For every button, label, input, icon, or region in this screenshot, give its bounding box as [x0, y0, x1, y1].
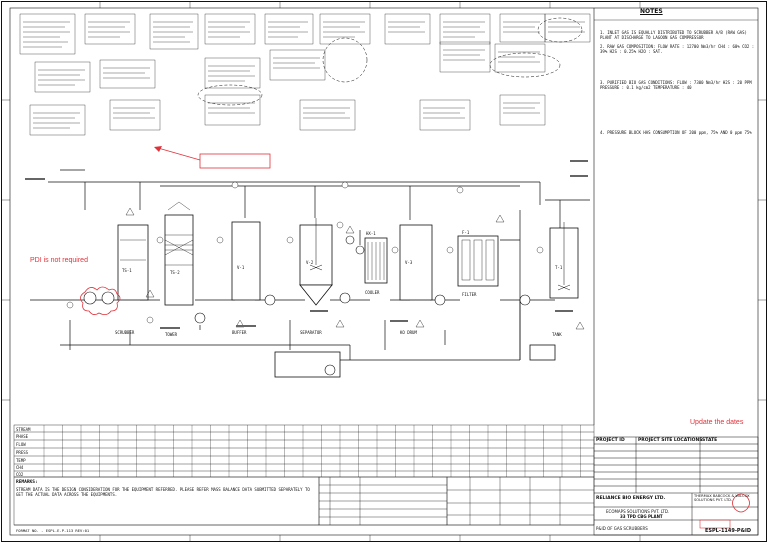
equipment-tag: F-1 — [462, 230, 470, 235]
equipment-label: SCRUBBER — [115, 330, 135, 335]
stream-header: PRESS — [16, 450, 29, 455]
contractor-2: ECOMAPS SOLUTIONS PVT. LTD. — [606, 509, 670, 514]
filter-vessel — [457, 235, 499, 287]
scrubber-vessel — [117, 224, 149, 301]
equipment-label: TOWER — [165, 332, 178, 337]
state-header: STATE — [702, 438, 718, 443]
equipment-tag: T-1 — [555, 265, 563, 270]
storage-box — [529, 344, 556, 361]
location-header: PROJECT SITE LOCATIONS — [638, 438, 703, 443]
project-id-header: PROJECT ID — [596, 438, 625, 443]
equipment-tag: V-3 — [405, 260, 413, 265]
equipment-tag: HX-1 — [366, 231, 376, 236]
stream-header: STREAM — [16, 427, 31, 432]
note-1: 1. INLET GAS IS EQUALLY DISTRIBUTED TO S… — [600, 30, 747, 40]
remarks-label: REMARKS: — [16, 480, 38, 485]
drawing-number: ESPL-1149-P&ID — [705, 528, 751, 534]
buffer-vessel — [231, 221, 261, 301]
stream-header: PHASE — [16, 434, 29, 439]
markup-box — [199, 153, 271, 169]
equipment-label: KO DRUM — [400, 330, 417, 335]
equipment-label: BUFFER — [232, 330, 247, 335]
ko-drum-vessel — [399, 224, 433, 301]
format-number: FORMAT NO. - ESPL-E-P-113 REV:01 — [16, 528, 90, 533]
contractor-name: THERMAX BABCOCK & WILCOX SOLUTIONS PVT. … — [694, 494, 750, 502]
tower-vessel — [164, 214, 194, 306]
annotation-update-dates: Update the dates — [690, 419, 744, 426]
note-3: 3. PURIFIED BIO GAS CONDITIONS: FLOW : 7… — [600, 80, 752, 90]
equipment-tag: TS-1 — [122, 268, 132, 273]
equipment-label: TANK — [552, 332, 562, 337]
equipment-tag: V-1 — [237, 265, 245, 270]
equipment-tag: V-2 — [306, 260, 314, 265]
project-title: 33 TPD CBG PLANT — [620, 514, 663, 519]
equipment-label: FILTER — [462, 292, 477, 297]
equipment-label: SEPARATOR — [300, 330, 322, 335]
sump-tank — [274, 351, 341, 378]
separator-cone — [299, 284, 333, 306]
equipment-tag: TS-2 — [170, 270, 180, 275]
stream-header: TEMP — [16, 458, 26, 463]
note-4: 4. PRESSURE BLOCK HAS CONSUMPTION OF 200… — [600, 130, 752, 135]
drawing-title: P&ID OF GAS SCRUBBERS — [596, 526, 648, 531]
stream-header: CO2 — [16, 472, 24, 477]
equipment-label: COOLER — [365, 290, 380, 295]
remarks-text: STREAM DATA IS THE DESIGN CONSIDERATION … — [16, 487, 310, 497]
stream-header: CH4 — [16, 465, 24, 470]
note-2: 2. RAW GAS COMPOSITION: FLOW RATE : 1270… — [600, 44, 755, 54]
notes-title: NOTES — [640, 8, 663, 15]
stream-header: FLOW — [16, 442, 26, 447]
annotation-pdi: PDI is not required — [30, 257, 88, 264]
client-name: RELIANCE BIO ENERGY LTD. — [596, 496, 666, 501]
